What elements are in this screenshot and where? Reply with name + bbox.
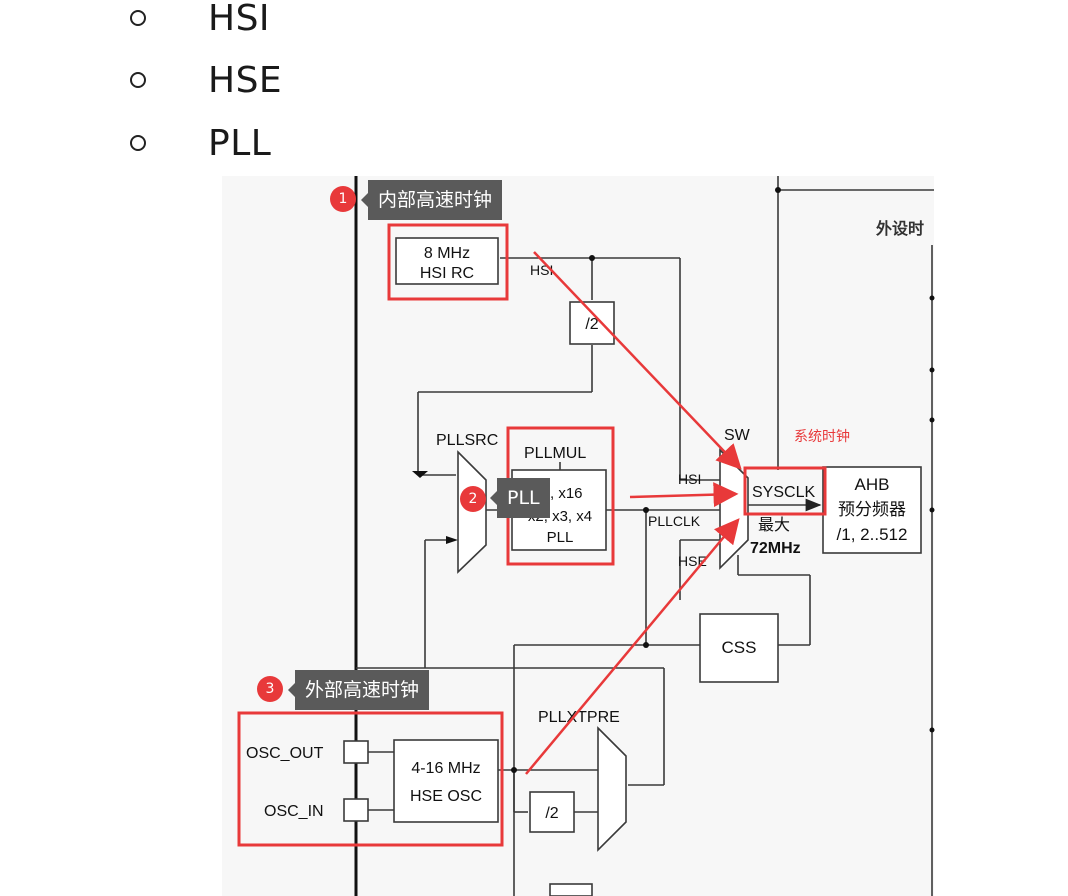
css-label: CSS — [722, 638, 757, 657]
hse-highlight — [237, 711, 504, 847]
callout-1-label: 内部高速时钟 — [360, 180, 503, 220]
bullet-text: HSE — [208, 59, 283, 101]
sw-hsi-label: HSI — [678, 471, 701, 487]
junction-dot — [929, 295, 935, 301]
junction-dot — [929, 367, 935, 373]
hse-to-sysclk-arrow — [525, 518, 740, 775]
sysclk-note: 系统时钟 — [794, 428, 850, 444]
pllsrc-mux — [457, 450, 487, 574]
sysclk-label: SYSCLK — [752, 484, 815, 501]
ahb-range-label: /1, 2..512 — [837, 525, 908, 544]
max-freq-label: 72MHz — [750, 540, 801, 557]
osc-out-pin — [343, 740, 369, 764]
bullet-text: PLL — [208, 122, 272, 164]
div2-top-box — [569, 301, 615, 345]
hse-osc-box — [393, 739, 499, 823]
pllxtpre-mux — [597, 726, 627, 852]
junction-dot — [643, 642, 649, 648]
sysclk-highlight — [743, 466, 827, 516]
junction-dot — [643, 507, 649, 513]
junction-dot — [929, 417, 935, 423]
circle-bullet-icon — [130, 72, 146, 88]
sw-pllclk-label: PLLCLK — [648, 513, 701, 529]
callout-3-label: 外部高速时钟 — [287, 670, 430, 710]
div2-bottom-label: /2 — [545, 805, 558, 822]
sw-label: SW — [724, 427, 751, 444]
peripheral-clock-label: 外设时 — [875, 219, 924, 238]
bullet-item: PLL — [130, 118, 271, 168]
callout-3-number: 3 — [257, 676, 283, 702]
osc-in-label: OSC_IN — [264, 803, 324, 820]
bullet-list: HSI HSE PLL — [0, 0, 600, 175]
pllsrc-label: PLLSRC — [436, 432, 498, 449]
pllsrc-in1-arrow — [412, 471, 428, 478]
hsi-rc-box — [395, 237, 499, 285]
hsi-rc-freq: 8 MHz — [424, 245, 470, 262]
max-label: 最大 — [758, 516, 790, 534]
junction-dot — [929, 507, 935, 513]
hse-osc-freq: 4-16 MHz — [411, 760, 480, 777]
junction-dot — [775, 187, 781, 193]
ahb-prescaler-box — [822, 466, 922, 554]
partial-box — [549, 883, 593, 896]
hsi-to-sysclk-arrow — [533, 251, 742, 470]
callout-2-label: PLL — [490, 478, 550, 518]
bullet-text: HSI — [208, 0, 271, 39]
pllmul-label: PLLMUL — [524, 445, 586, 462]
pll-box-name: PLL — [547, 529, 574, 546]
hsi-highlight — [387, 223, 509, 301]
pll-to-sysclk-arrow — [629, 482, 739, 508]
ahb-prescaler-label: 预分频器 — [838, 500, 906, 519]
hsi-rc-name: HSI RC — [420, 265, 474, 282]
div2-bottom-box — [529, 791, 575, 833]
callout-2-number: 2 — [460, 486, 486, 512]
bullet-item: HSE — [130, 55, 282, 105]
junction-dot — [929, 727, 935, 733]
osc-in-pin — [343, 798, 369, 822]
circle-bullet-icon — [130, 10, 146, 26]
pllsrc-input-arrow — [446, 536, 458, 544]
callout-1-number: 1 — [330, 186, 356, 212]
bullet-item: HSI — [130, 0, 270, 43]
css-box — [699, 613, 779, 683]
pllxtpre-label: PLLXTPRE — [538, 709, 620, 726]
div2-top-label: /2 — [585, 316, 598, 333]
ahb-label: AHB — [855, 475, 890, 494]
junction-dot — [589, 255, 595, 261]
osc-out-label: OSC_OUT — [246, 745, 324, 762]
hse-osc-name: HSE OSC — [410, 788, 482, 805]
junction-dot — [511, 767, 517, 773]
circle-bullet-icon — [130, 135, 146, 151]
